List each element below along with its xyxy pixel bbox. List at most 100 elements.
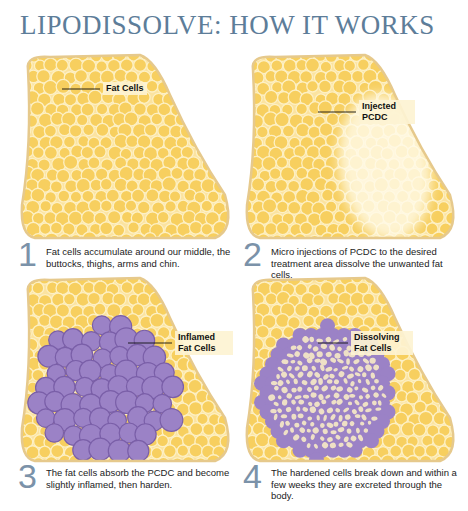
fat-cell [189, 444, 202, 457]
fat-cell [444, 347, 458, 361]
fat-cell [233, 145, 246, 158]
fat-cell [194, 59, 207, 72]
fat-cell [458, 211, 468, 223]
cell-fragment [286, 392, 293, 399]
fat-cell [406, 281, 419, 294]
step-caption: The hardened cells break down and within… [271, 467, 461, 502]
cell-fragment [346, 428, 352, 434]
step-number: 2 [243, 236, 262, 272]
cell-fragment [273, 385, 280, 392]
fat-cell [276, 222, 289, 235]
cell-fragment [350, 435, 358, 443]
fat-cell [170, 81, 183, 94]
fat-cell [440, 70, 452, 82]
fat-cell [376, 49, 389, 62]
fat-cell [13, 314, 27, 328]
cell-fragment [332, 339, 340, 345]
fat-cell [94, 146, 106, 158]
fat-cell [181, 302, 195, 316]
cell-fragment [285, 379, 291, 385]
cell-fragment [307, 401, 313, 407]
fat-cell [443, 101, 457, 115]
fat-cell [232, 371, 245, 384]
fat-cell [346, 234, 358, 246]
fat-cell [176, 272, 189, 285]
fat-cell [255, 433, 269, 447]
cell-fragment [330, 413, 337, 421]
fat-cell [396, 303, 410, 317]
cell-fragment [335, 407, 341, 413]
step-caption: Fat cells accumulate around our middle, … [46, 246, 236, 269]
cell-fragment [357, 379, 361, 384]
callout-label: Injected PCDC [359, 100, 415, 124]
leader-line [318, 112, 356, 113]
fat-cell [200, 137, 213, 150]
fat-cell [158, 125, 171, 138]
fat-cell [456, 303, 468, 316]
cell-fragment [310, 421, 315, 427]
cell-fragment [291, 414, 296, 420]
fat-cell [88, 157, 100, 169]
fat-cell [419, 327, 431, 339]
fat-cell [295, 303, 308, 316]
fat-cell [219, 61, 230, 72]
fat-cell [240, 136, 252, 148]
fat-cell [171, 60, 183, 72]
fat-cell [377, 272, 390, 285]
cell-fragment [296, 371, 304, 379]
cell-fragment [331, 399, 338, 405]
cell-fragment [313, 371, 321, 379]
fat-cell [202, 313, 216, 327]
fat-cell [183, 61, 196, 74]
fat-cell [231, 347, 245, 361]
fat-cell [300, 222, 313, 235]
cell-fragment [289, 427, 294, 433]
cell-fragment [309, 378, 318, 387]
fat-cell [456, 454, 468, 468]
cell-fragment [298, 399, 305, 405]
fat-cell [50, 222, 62, 234]
fat-cell [419, 305, 432, 318]
fat-cell [88, 90, 102, 104]
cell-fragment [333, 378, 340, 385]
fat-cell [457, 349, 468, 361]
fat-cell [150, 313, 164, 327]
fat-cell [158, 60, 170, 72]
fat-cells [237, 270, 468, 471]
fat-cell [33, 147, 45, 159]
cell-fragment [337, 370, 345, 378]
fat-cell [227, 115, 240, 128]
fat-cell [452, 178, 465, 191]
fat-cell [439, 135, 452, 148]
cell-fragment [361, 387, 369, 394]
cell-fragment [306, 428, 311, 433]
fat-cell [231, 411, 245, 425]
cell-fragment [302, 406, 309, 412]
fat-cell [421, 105, 433, 117]
cell-fragment [358, 394, 364, 400]
cell-fragment [348, 401, 352, 405]
cell-fragment [342, 421, 348, 427]
cell-fragment [277, 395, 282, 400]
fat-cell [441, 49, 452, 60]
fat-cell [388, 271, 400, 283]
fat-cell [221, 368, 234, 381]
cell-fragment [281, 414, 287, 418]
fat-cell [419, 235, 431, 247]
fat-cell [44, 146, 57, 159]
fat-cell [431, 305, 445, 319]
cell-fragment [293, 350, 301, 358]
cell-fragment [343, 407, 350, 413]
fat-cell [238, 423, 252, 437]
fat-cell [240, 114, 252, 126]
fat-cell [432, 189, 444, 201]
cell-fragment [306, 370, 314, 378]
fat-cell [426, 116, 438, 128]
fat-cell [182, 102, 194, 114]
fat-cell [333, 190, 345, 202]
inflamed-figure [13, 270, 247, 471]
cell-fragment [372, 400, 377, 405]
fat-cell [164, 295, 175, 306]
fat-cell [221, 167, 234, 180]
cell-fragment [331, 430, 337, 434]
